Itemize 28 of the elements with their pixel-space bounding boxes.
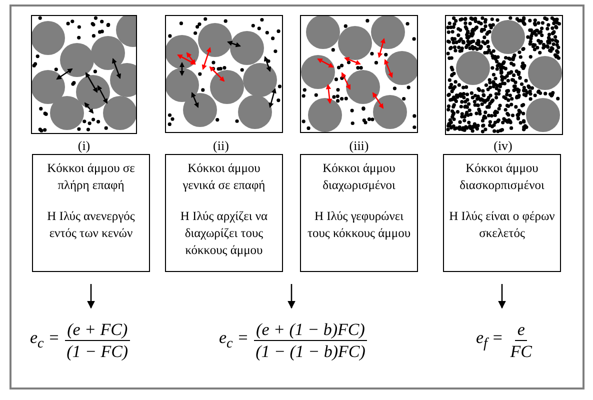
- formula-denominator: FC: [509, 340, 533, 360]
- description-card: [165, 154, 283, 272]
- grain-state-text: Κόκκοι άμμου διασκορπισμένοι: [458, 160, 546, 194]
- description-card: [443, 154, 561, 272]
- formula-denominator: (1 − FC): [66, 340, 130, 360]
- grain-state-text: Κόκκοι άμμου γενικά σε επαφή: [182, 160, 266, 194]
- formula-lhs: e$_{c}$ =: [30, 328, 60, 352]
- formula-numerator: (e + (1 − b)FC): [254, 320, 367, 340]
- panel-label: (iv): [492, 139, 514, 153]
- silt-role-text: Η Ιλύς ανενεργός εντός των κενών: [46, 208, 136, 242]
- arrow: [498, 284, 506, 309]
- panel-label: (i): [76, 139, 92, 153]
- formula-numerator: (e + FC): [65, 320, 130, 340]
- description-card: [300, 154, 418, 272]
- arrow: [288, 284, 296, 309]
- arrow: [87, 284, 95, 309]
- formula-lhs: e$_{c}$ =: [219, 328, 249, 352]
- description-card: [32, 154, 150, 272]
- formula-denominator: (1 − (1 − b)FC): [254, 340, 366, 360]
- grain-state-text: Κόκκοι άμμου σε πλήρη επαφή: [46, 160, 136, 194]
- silt-role-text: Η Ιλύς είναι ο φέρων σκελετός: [448, 208, 556, 242]
- panel-label: (ii): [212, 139, 230, 153]
- grain-state-text: Κόκκοι άμμου διαχωρισμένοι: [322, 160, 396, 194]
- formula-numerator: e: [515, 320, 527, 340]
- panel-label: (iii): [348, 139, 370, 153]
- silt-role-text: Η Ιλύς γεφυρώνει τους κόκκους άμμου: [306, 208, 412, 242]
- silt-role-text: Η Ιλύς αρχίζει να διαχωρίζει τους κόκκους άμμου: [179, 208, 269, 259]
- formula-lhs: e$_{f}$ =: [476, 328, 504, 352]
